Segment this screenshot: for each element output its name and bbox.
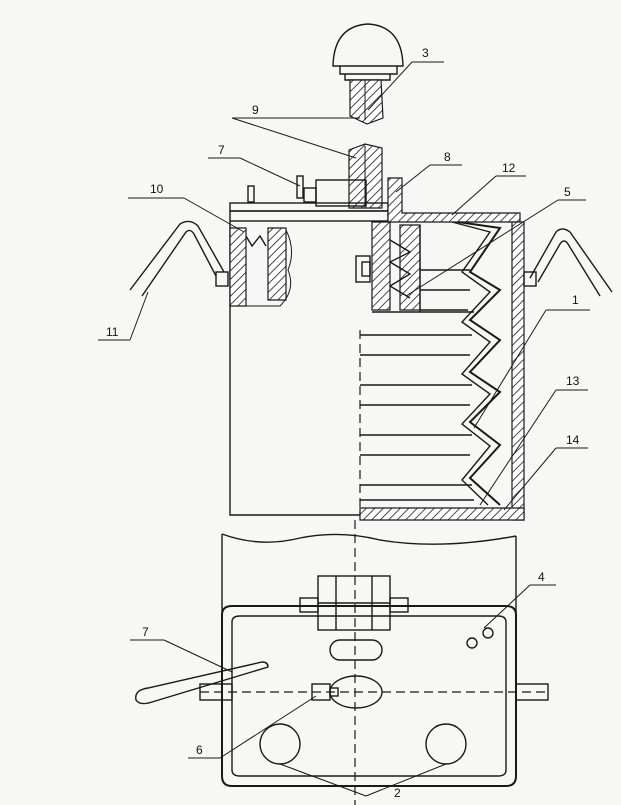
base-frame [221, 605, 517, 787]
body-outline [229, 221, 360, 516]
callout-14: 14 [566, 433, 580, 447]
callout-11: 11 [106, 325, 119, 339]
pin-right [515, 683, 549, 701]
handle-right [523, 228, 613, 297]
callout-1: 1 [572, 293, 579, 307]
callout-8: 8 [444, 150, 451, 164]
seal-5 [355, 221, 421, 311]
callout-7-top: 7 [218, 143, 225, 157]
foot-2b [425, 723, 467, 765]
bellows [360, 221, 502, 506]
outer-wall [511, 221, 525, 521]
hole-4a [466, 637, 478, 649]
hinge [299, 575, 409, 631]
rod-upper [349, 79, 384, 125]
foot-2a [259, 723, 301, 765]
callout-labels: 3 9 7 8 12 10 5 11 1 13 14 4 7 6 2 [106, 46, 580, 800]
knob [332, 23, 404, 81]
callout-13: 13 [566, 374, 580, 388]
callout-10: 10 [150, 182, 164, 196]
slot [329, 639, 383, 661]
bottom-plate [359, 507, 525, 521]
leader-lines [98, 61, 590, 797]
rod-lower [348, 143, 383, 209]
callout-9: 9 [252, 103, 259, 117]
callout-3: 3 [422, 46, 429, 60]
pin-7 [296, 175, 304, 199]
pin-left [199, 683, 233, 701]
hole-4b [482, 627, 494, 639]
lower-body [221, 533, 517, 615]
callout-5: 5 [564, 185, 571, 199]
lid-post [247, 185, 255, 203]
callout-4: 4 [538, 570, 545, 584]
callout-12: 12 [502, 161, 516, 175]
callout-7-bottom: 7 [142, 625, 149, 639]
lever-7 [135, 661, 269, 705]
callout-6: 6 [196, 743, 203, 757]
callout-2: 2 [394, 786, 401, 800]
handle-left [129, 220, 229, 297]
sectional-cutout-left [229, 227, 292, 307]
guide-screw [303, 187, 317, 203]
flange-8 [387, 177, 521, 223]
cam-6 [311, 675, 383, 709]
